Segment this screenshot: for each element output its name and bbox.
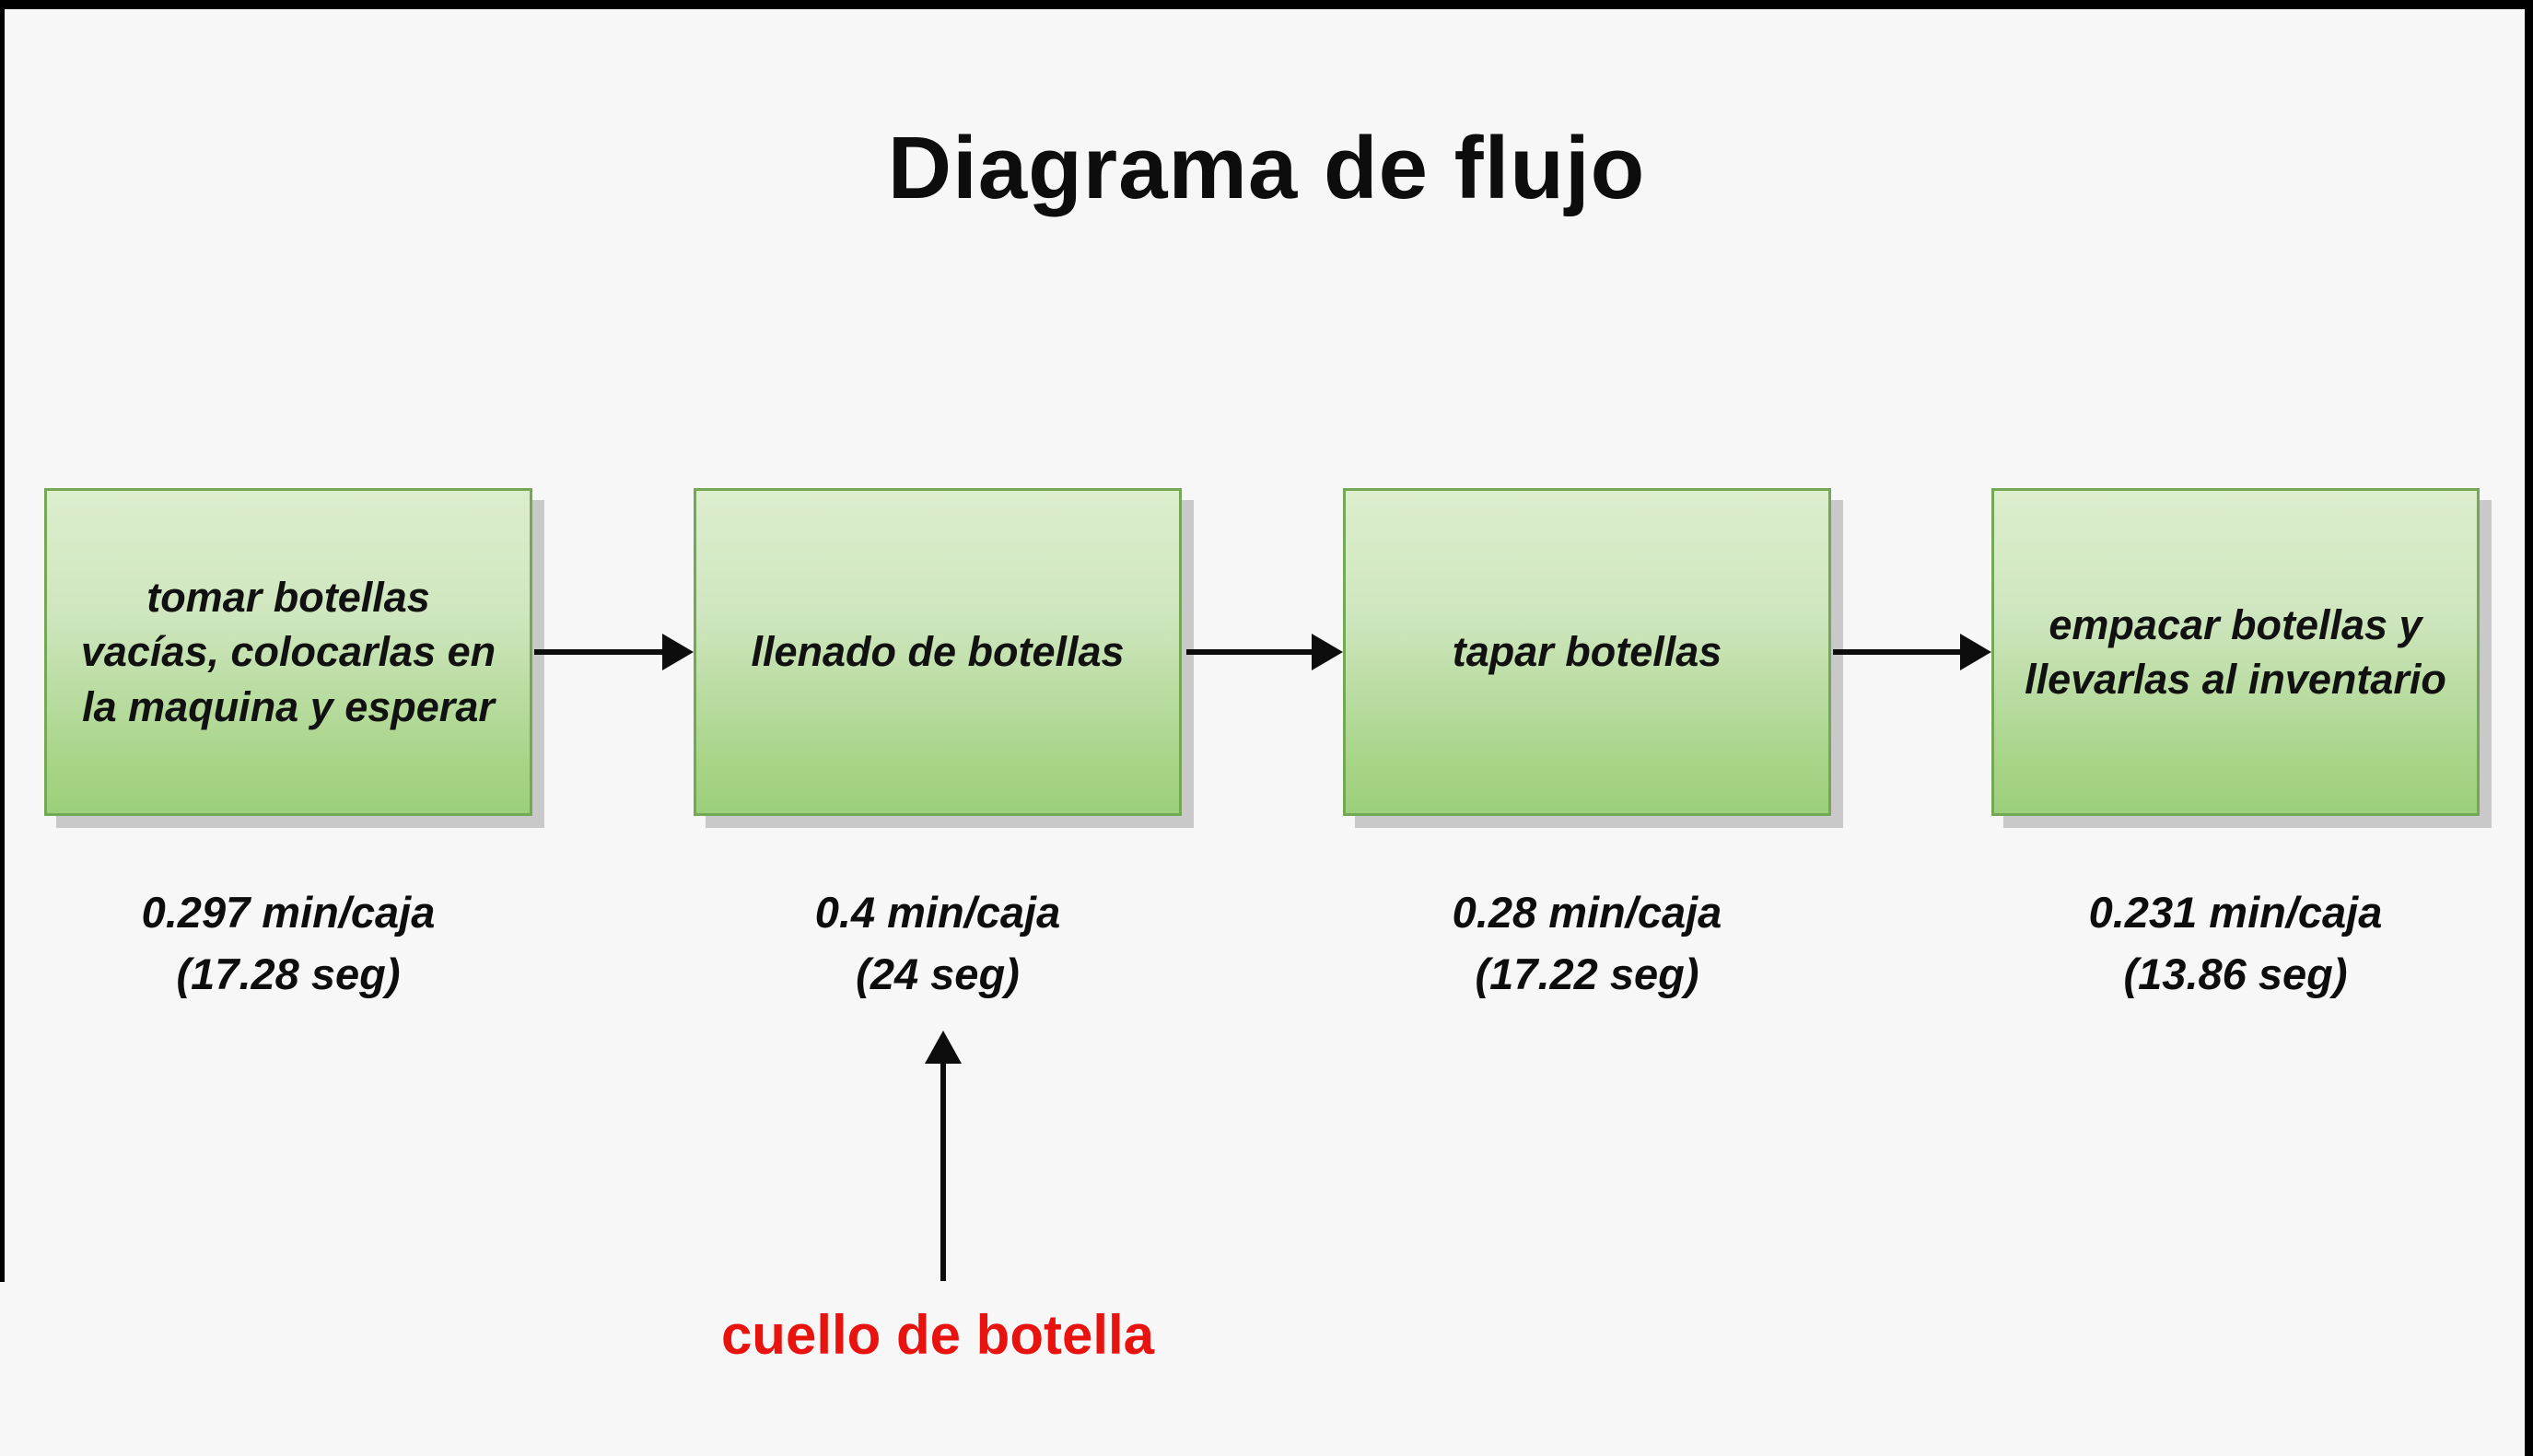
step-label: empacar botellas y llevarlas al inventar… [2025, 600, 2446, 703]
step-label: tomar botellas vacías, colocarlas en la … [80, 573, 496, 730]
arrow-shaft [940, 1054, 946, 1281]
rate-text: 0.231 min/caja [2088, 888, 2383, 937]
seconds-text: (17.22 seg) [1475, 949, 1699, 998]
arrow-right-icon [662, 634, 694, 670]
step-caption-2: 0.4 min/caja (24 seg) [694, 882, 1182, 1005]
rate-text: 0.28 min/caja [1452, 888, 1722, 937]
step-box-tapar: tapar botellas [1343, 488, 1831, 816]
arrow-step3-to-step4 [1833, 628, 1991, 676]
bottleneck-arrow [925, 1031, 962, 1281]
frame-right-border [2525, 0, 2533, 1456]
step-box-tomar-botellas: tomar botellas vacías, colocarlas en la … [44, 488, 532, 816]
step-label: llenado de botellas [751, 628, 1125, 676]
step-caption-4: 0.231 min/caja (13.86 seg) [1991, 882, 2480, 1005]
step-caption-3: 0.28 min/caja (17.22 seg) [1343, 882, 1831, 1005]
seconds-text: (13.86 seg) [2123, 949, 2348, 998]
arrow-shaft [1833, 649, 1964, 655]
page-title: Diagrama de flujo [887, 119, 1646, 217]
arrow-shaft [1186, 649, 1315, 655]
step-caption-1: 0.297 min/caja (17.28 seg) [44, 882, 532, 1005]
rate-text: 0.4 min/caja [814, 888, 1061, 937]
frame-top-border [0, 0, 2533, 9]
seconds-text: (24 seg) [856, 949, 1020, 998]
bottleneck-label: cuello de botella [720, 1304, 1155, 1366]
arrow-right-icon [1312, 634, 1343, 670]
arrow-right-icon [1960, 634, 1991, 670]
step-label: tapar botellas [1452, 628, 1722, 676]
frame-left-border [0, 0, 5, 1282]
seconds-text: (17.28 seg) [176, 949, 401, 998]
step-box-empacar: empacar botellas y llevarlas al inventar… [1991, 488, 2480, 816]
arrow-step1-to-step2 [534, 628, 694, 676]
arrow-step2-to-step3 [1186, 628, 1343, 676]
rate-text: 0.297 min/caja [141, 888, 436, 937]
step-box-llenado: llenado de botellas [694, 488, 1182, 816]
arrow-shaft [534, 649, 666, 655]
